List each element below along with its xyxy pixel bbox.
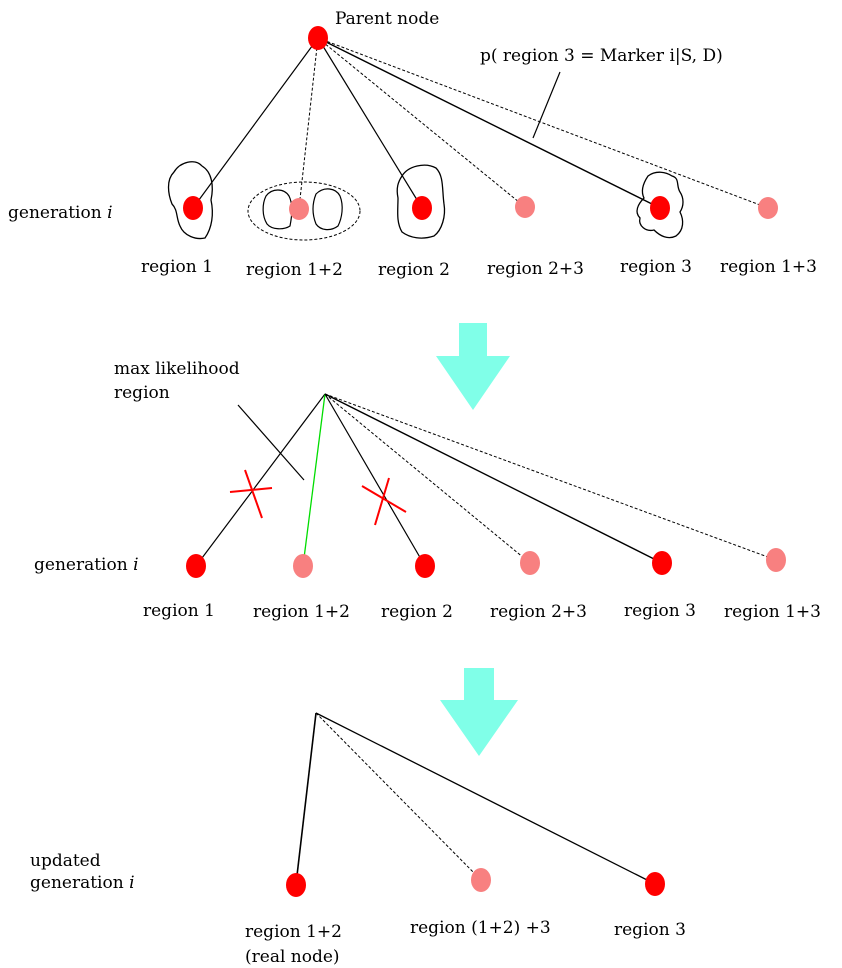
region-label-3: region 3 [620, 257, 692, 277]
parent-node [308, 26, 328, 50]
node2-region-3 [652, 551, 672, 575]
edge-parent-region-3 [317, 37, 661, 209]
edge-parent-region-1-2 [298, 37, 319, 209]
max-likelihood-pointer [237, 404, 305, 481]
edge2-region-1 [195, 393, 326, 567]
max-likelihood-label-line1: max likelihood [114, 359, 240, 379]
edge2-region-1-3 [324, 393, 777, 561]
edge2-region-3 [324, 393, 663, 564]
node-region-1-2 [289, 198, 309, 220]
region2-label-1-2: region 1+2 [253, 602, 350, 622]
generation-label-2: generation i [34, 555, 139, 575]
node-region-1-3 [758, 197, 778, 219]
node-region-2-3 [515, 196, 535, 218]
reject-mark-region-1 [229, 469, 273, 519]
region2-label-2-3: region 2+3 [490, 602, 587, 622]
node2-region-1-2 [293, 554, 313, 578]
down-arrow-1 [436, 323, 510, 410]
node-region-3 [650, 196, 670, 220]
panel-1: Parent node p( region 3 = Marker i|S, D)… [8, 9, 817, 280]
region-1-2-left-blob [262, 189, 293, 230]
parent-node-label: Parent node [335, 9, 439, 29]
panel-2: max likelihood region generation i regio… [34, 359, 821, 622]
region-2-outline [396, 164, 446, 239]
edge-parent-region-1-3 [317, 37, 769, 209]
edge2-region-1-2-selected [302, 393, 326, 567]
node2-region-2 [415, 554, 435, 578]
region3-label-1-2-3: region (1+2) +3 [410, 918, 551, 938]
probability-label: p( region 3 = Marker i|S, D) [480, 46, 723, 66]
edge-parent-region-1 [192, 37, 319, 209]
node2-region-1 [186, 554, 206, 578]
edge-parent-region-2-3 [317, 37, 526, 208]
node2-region-2-3 [520, 551, 540, 575]
node-region-2 [412, 196, 432, 220]
down-arrow-2 [440, 668, 518, 756]
max-likelihood-label-line2: region [114, 383, 170, 403]
node3-region-1-2 [286, 873, 306, 897]
region3-label-3: region 3 [614, 920, 686, 940]
region2-label-3: region 3 [624, 601, 696, 621]
edge2-region-2-3 [324, 393, 531, 564]
region-1-outline [167, 161, 213, 240]
panel-3: updated generation i region 1+2 region (… [30, 712, 686, 967]
edge2-region-2 [324, 393, 426, 567]
region-3-outline [636, 171, 684, 239]
edge3-region-1-2-3 [315, 712, 482, 881]
region2-label-1: region 1 [143, 601, 215, 621]
real-node-note: (real node) [245, 947, 340, 967]
node-region-1 [183, 196, 203, 220]
region-label-1: region 1 [141, 257, 213, 277]
region3-label-1-2: region 1+2 [245, 922, 342, 942]
reject-mark-region-2 [361, 477, 407, 526]
region-1-2-dashed-group [247, 181, 361, 241]
region-label-1-2: region 1+2 [246, 260, 343, 280]
edge3-region-1-2 [295, 712, 317, 885]
probability-pointer [532, 71, 561, 139]
updated-generation-line1: updated [30, 851, 101, 871]
region-1-2-right-blob [312, 188, 343, 231]
generation-label: generation i [8, 203, 113, 223]
region2-label-2: region 2 [381, 602, 453, 622]
updated-generation-line2: generation i [30, 873, 135, 893]
edge-parent-region-2 [317, 37, 423, 209]
region2-label-1-3: region 1+3 [724, 602, 821, 622]
edge3-region-3 [315, 712, 656, 885]
node3-region-1-2-3 [471, 868, 491, 892]
region-label-2-3: region 2+3 [487, 259, 584, 279]
node3-region-3 [645, 872, 665, 896]
region-label-1-3: region 1+3 [720, 257, 817, 277]
region-label-2: region 2 [378, 260, 450, 280]
node2-region-1-3 [766, 548, 786, 572]
